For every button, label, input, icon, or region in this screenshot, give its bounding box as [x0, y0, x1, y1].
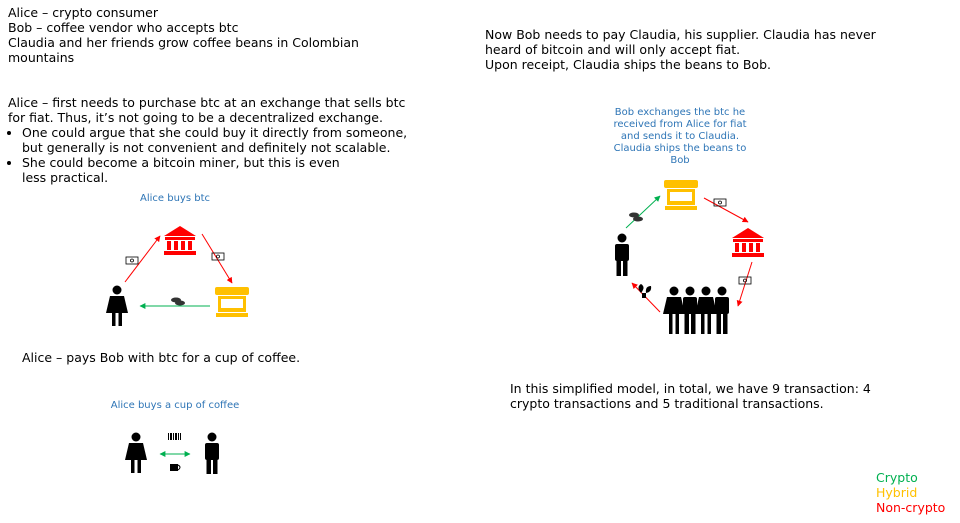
legend-crypto: Crypto [876, 470, 918, 485]
shop-icon [215, 287, 249, 317]
alice-bullets: One could argue that she could buy it di… [8, 125, 413, 185]
farmers-group-icon [663, 286, 729, 334]
arrow-bob-to-shop [625, 195, 661, 229]
coffee-cup-icon [170, 464, 181, 471]
bank-icon [164, 226, 196, 255]
intro-bob: Bob – coffee vendor who accepts btc [8, 20, 239, 35]
alice-section: Alice – first needs to purchase btc at a… [8, 95, 413, 185]
coins-icon [629, 212, 643, 222]
intro-alice: Alice – crypto consumer [8, 5, 159, 20]
barcode-icon [168, 433, 181, 440]
summary-text: In this simplified model, in total, we h… [510, 381, 871, 411]
legend-hybrid: Hybrid [876, 485, 918, 500]
bob-person-icon [205, 432, 219, 474]
alice-person-icon [106, 285, 128, 326]
cash-icon [738, 276, 752, 285]
arrow-bank-to-shop [201, 233, 233, 284]
bob-paragraph-2: Upon receipt, Claudia ships the beans to… [485, 57, 771, 72]
bob-section: Now Bob needs to pay Claudia, his suppli… [485, 27, 905, 72]
cash-icon [211, 252, 225, 261]
intro-text: Alice – crypto consumer Bob – coffee ven… [8, 5, 388, 65]
diagram3-caption: Bob exchanges the btc he received from A… [613, 107, 747, 166]
bob-person-icon [615, 233, 629, 276]
legend: Crypto Hybrid Non-crypto [876, 470, 948, 515]
alice-bullet-2: She could become a bitcoin miner, but th… [22, 155, 362, 185]
coffee-beans-icon [638, 284, 652, 298]
coins-icon [171, 297, 185, 306]
alice-paragraph: Alice – first needs to purchase btc at a… [8, 95, 406, 125]
cash-icon [125, 256, 139, 265]
intro-claudia: Claudia and her friends grow coffee bean… [8, 35, 359, 65]
alice-person-icon [125, 432, 147, 473]
pay-text: Alice – pays Bob with btc for a cup of c… [22, 350, 301, 365]
bank-icon [732, 228, 764, 257]
legend-noncrypto: Non-crypto [876, 500, 946, 515]
arrow-shop-to-bank [703, 197, 749, 223]
diagram2-caption: Alice buys a cup of coffee [110, 400, 240, 411]
shop-icon [664, 180, 698, 210]
cash-icon [713, 198, 727, 207]
arrow-alice-to-bank [124, 235, 161, 283]
bob-paragraph: Now Bob needs to pay Claudia, his suppli… [485, 27, 876, 57]
diagram1-caption: Alice buys btc [140, 193, 210, 204]
alice-bullet-1: One could argue that she could buy it di… [22, 125, 413, 155]
